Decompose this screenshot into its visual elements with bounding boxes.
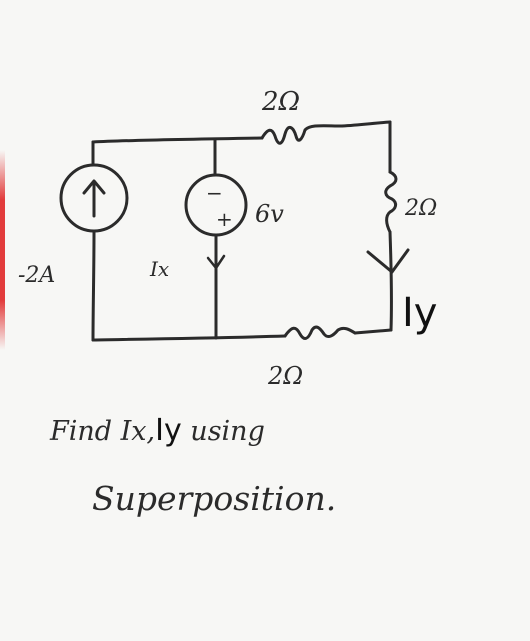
question-line-2: Superposition. (92, 479, 336, 518)
wire-bottom-right (353, 328, 393, 335)
voltage-source-plus: + (216, 207, 233, 231)
edge-red-strip (0, 150, 5, 350)
top-resistor (260, 124, 344, 145)
question-line-1-suffix: using (182, 416, 265, 447)
wire-right-lower (388, 230, 393, 332)
top-resistor-label: 2Ω (261, 87, 300, 117)
bottom-resistor (283, 325, 357, 340)
question-line-1-prefix: Find Ix, (49, 416, 155, 447)
question-line-1-emph: Iy (155, 413, 182, 448)
iy-arrow-icon (366, 248, 410, 274)
question-line-1: Find Ix,Iy using (49, 413, 265, 448)
wire-left-lower (91, 230, 96, 342)
right-resistor (384, 170, 398, 234)
voltage-source (184, 173, 248, 237)
wire-top-left (91, 136, 264, 144)
current-source (59, 163, 129, 233)
bottom-resistor-label: 2Ω (267, 362, 303, 390)
ix-arrow-icon (206, 254, 226, 270)
current-source-arrow-icon (82, 179, 106, 218)
wire-top-right (340, 120, 392, 128)
voltage-source-label: 6v (255, 200, 284, 228)
ix-label: Ix (149, 257, 169, 281)
wire-bottom-left (91, 334, 287, 342)
iy-label: Iy (402, 290, 437, 336)
current-source-label: -2A (18, 263, 55, 288)
right-resistor-label: 2Ω (404, 196, 437, 221)
voltage-source-minus: − (206, 181, 223, 205)
